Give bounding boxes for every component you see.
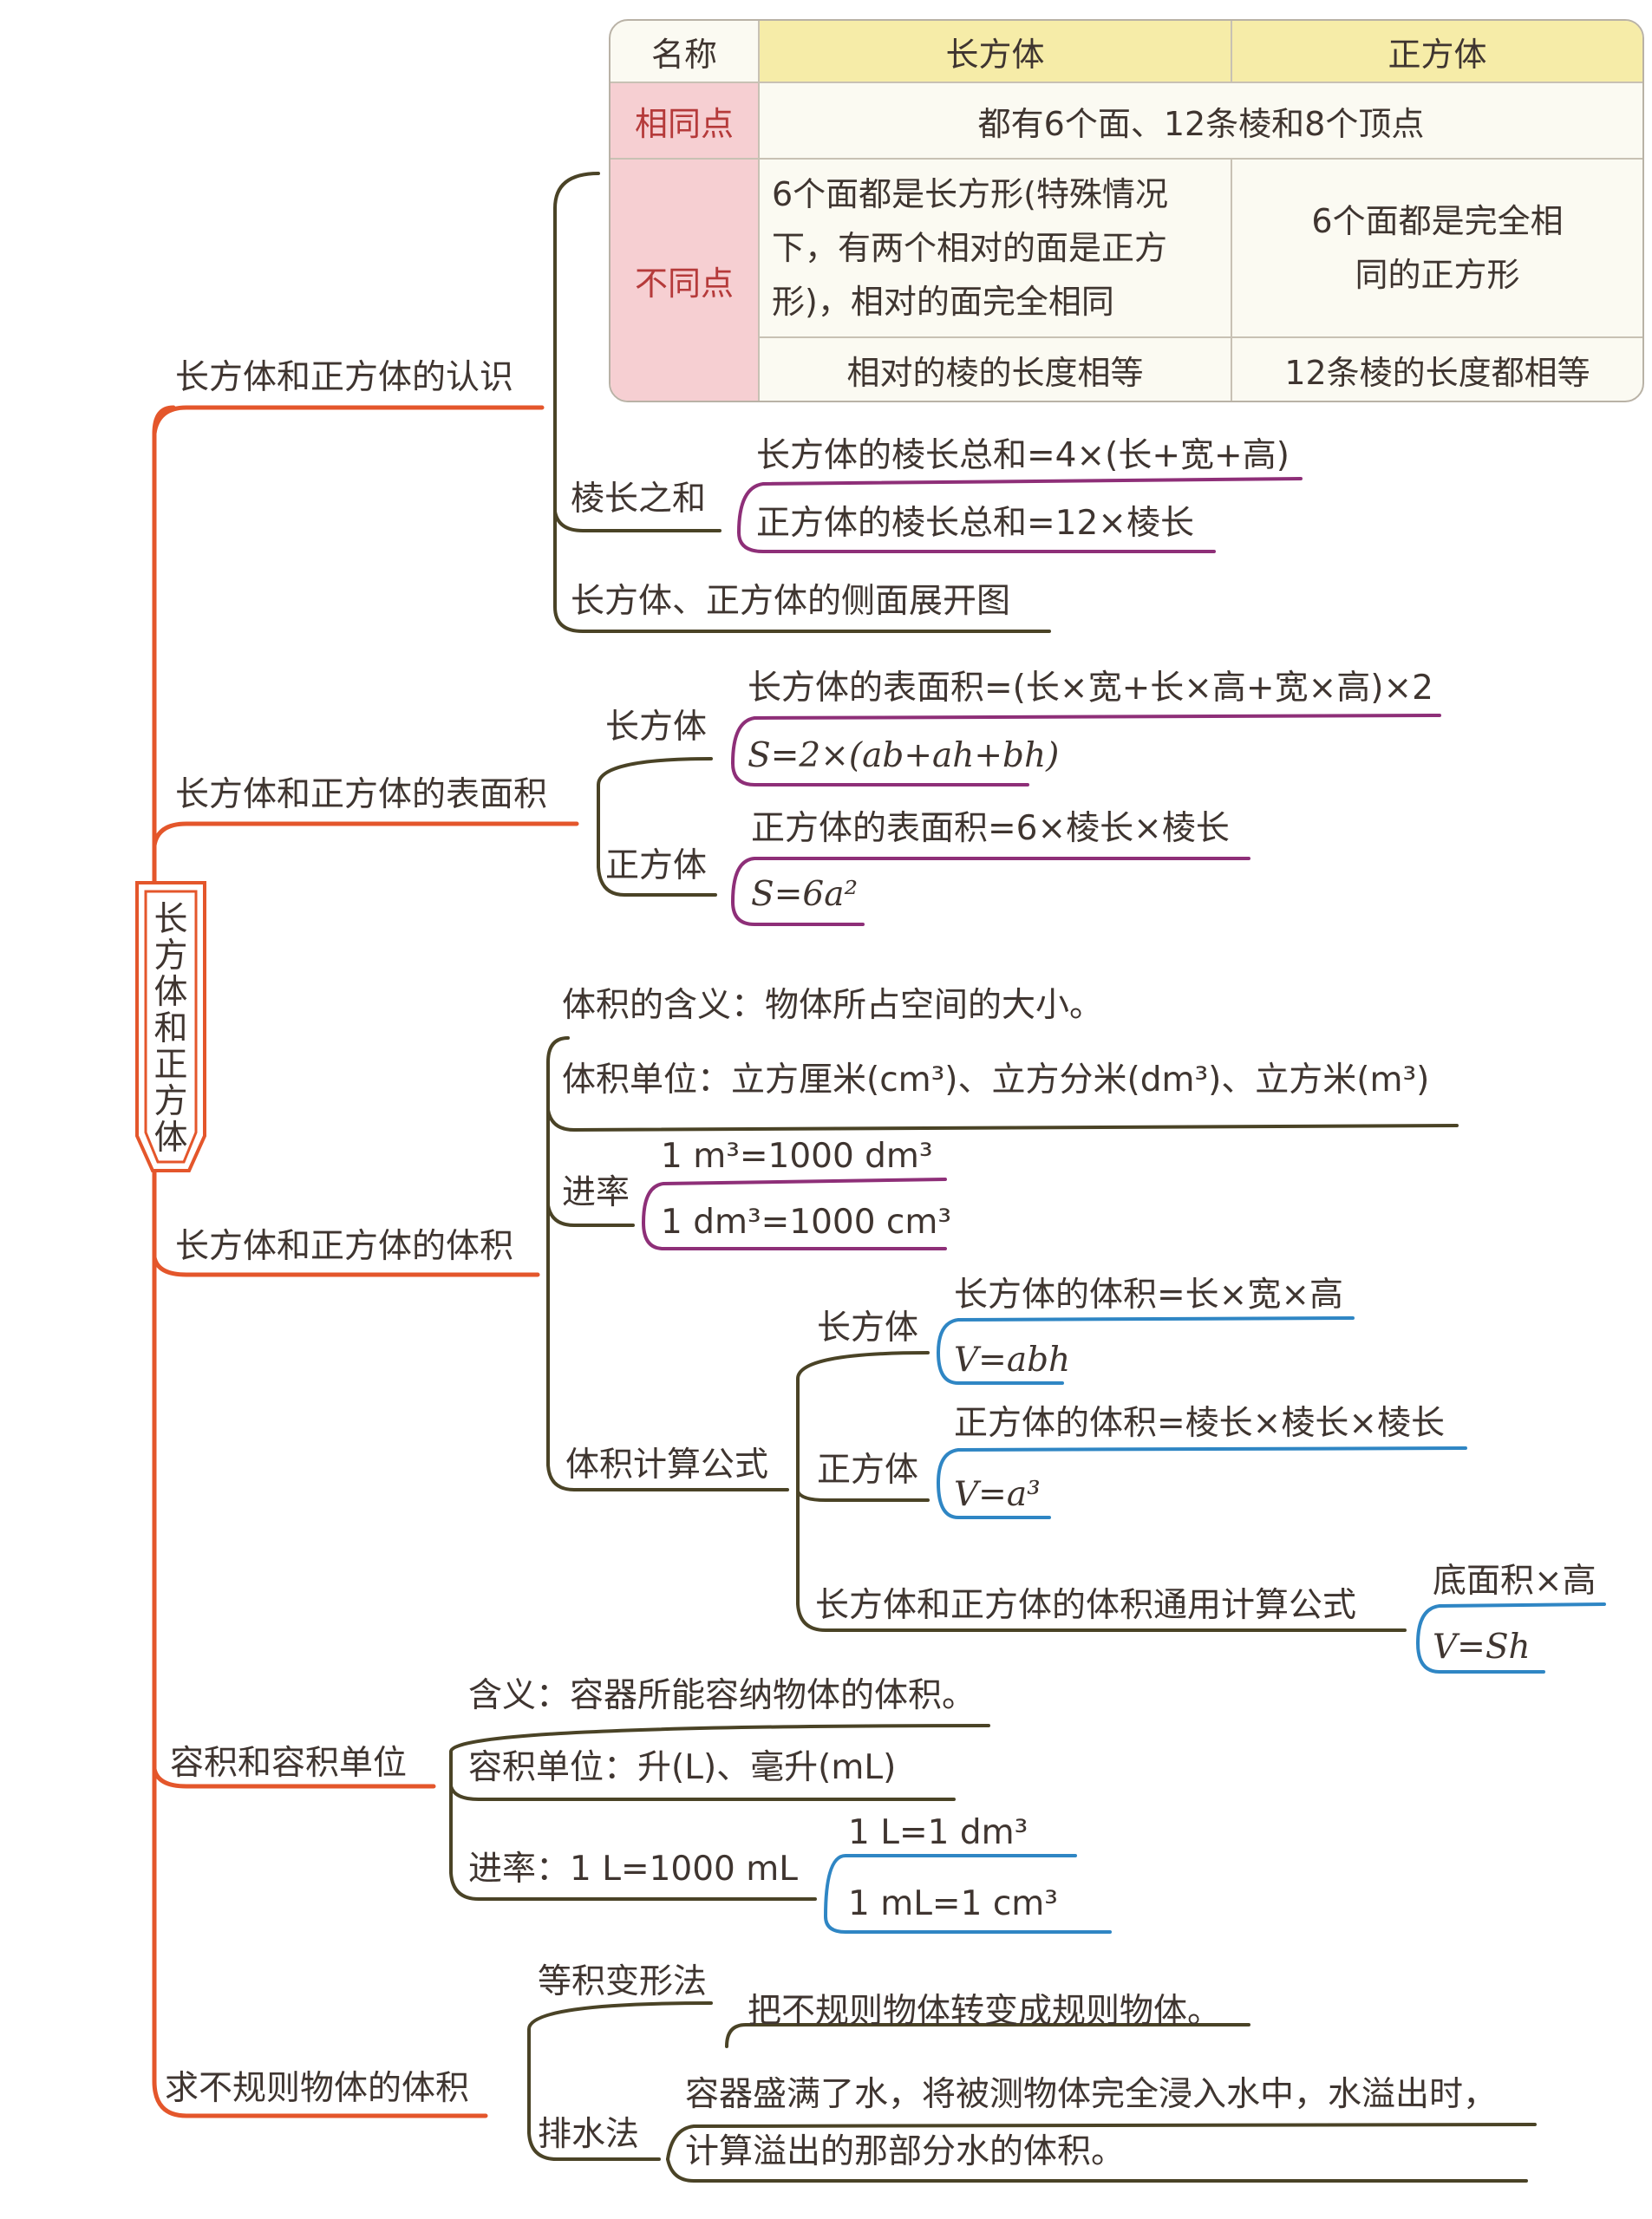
volume-general-formula: 底面积×高 <box>1433 1562 1596 1601</box>
volume-rate-1: 1 m³=1000 dm³ <box>661 1137 933 1176</box>
branch-surface-area: 长方体和正方体的表面积 <box>175 775 548 814</box>
volume-cube-label: 正方体 <box>817 1451 919 1490</box>
volume-units: 体积单位：立方厘米(cm³)、立方分米(dm³)、立方米(m³) <box>562 1061 1430 1100</box>
capacity-units: 容积单位：升(L)、毫升(mL) <box>468 1748 897 1787</box>
volume-general-symbol: V=Sh <box>1433 1628 1531 1667</box>
branch-recognition: 长方体和正方体的认识 <box>175 358 514 397</box>
method-displacement-line1: 容器盛满了水，将被测物体完全浸入水中，水溢出时， <box>685 2075 1498 2114</box>
surface-cuboid-symbol: S=2×(ab+ah+bh) <box>748 736 1060 775</box>
surface-cube-label: 正方体 <box>605 846 708 885</box>
edge-sum-label: 棱长之和 <box>571 480 707 519</box>
root-frame <box>135 881 206 1172</box>
volume-cube-symbol: V=a³ <box>954 1475 1041 1514</box>
method-displacement-line2: 计算溢出的那部分水的体积。 <box>685 2132 1126 2171</box>
table-header-name: 名称 <box>611 21 760 83</box>
trunk-line <box>152 405 488 2118</box>
branch-irregular: 求不规则物体的体积 <box>165 2069 470 2108</box>
unfold-diagram-label: 长方体、正方体的侧面展开图 <box>571 582 1011 621</box>
surface-cube-formula: 正方体的表面积=6×棱长×棱长 <box>751 809 1230 848</box>
table-cube-faces: 6个面都是完全相同的正方形 <box>1232 160 1642 338</box>
method-equal-volume-text: 把不规则物体转变成规则物体。 <box>748 1992 1222 2031</box>
table-same-label: 相同点 <box>611 83 760 160</box>
root-label: 长方体和正方体 <box>153 900 188 1158</box>
table-cube-edges: 12条棱的长度都相等 <box>1284 353 1590 392</box>
table-cuboid-edges: 相对的棱的长度相等 <box>760 338 1232 401</box>
root-node: 长方体和正方体 <box>128 876 213 1178</box>
volume-rate-label: 进率 <box>562 1173 630 1212</box>
volume-cuboid-label: 长方体 <box>817 1309 919 1348</box>
table-same-text: 都有6个面、12条棱和8个顶点 <box>760 83 1642 160</box>
volume-meaning: 体积的含义：物体所占空间的大小。 <box>562 986 1104 1025</box>
table-header-cube: 正方体 <box>1232 21 1642 83</box>
table-cuboid-faces: 6个面都是长方形(特殊情况下，有两个相对的面是正方形)，相对的面完全相同 <box>760 160 1232 338</box>
branch-capacity: 容积和容积单位 <box>170 1744 408 1783</box>
capacity-meaning: 含义：容器所能容纳物体的体积。 <box>468 1676 976 1715</box>
table-diff-label: 不同点 <box>611 160 760 401</box>
capacity-rate-1: 1 L=1 dm³ <box>848 1813 1028 1852</box>
surface-cube-symbol: S=6a² <box>751 875 859 914</box>
comparison-table: 名称 长方体 正方体 相同点 都有6个面、12条棱和8个顶点 不同点 6个面都是… <box>609 19 1644 402</box>
volume-general-label: 长方体和正方体的体积通用计算公式 <box>815 1586 1357 1625</box>
volume-cuboid-symbol: V=abh <box>954 1341 1071 1380</box>
volume-cuboid-formula: 长方体的体积=长×宽×高 <box>954 1276 1344 1315</box>
volume-cube-formula: 正方体的体积=棱长×棱长×棱长 <box>954 1404 1446 1443</box>
volume-rate-2: 1 dm³=1000 cm³ <box>661 1203 951 1242</box>
capacity-rate-2: 1 mL=1 cm³ <box>848 1884 1058 1923</box>
table-header-cuboid: 长方体 <box>760 21 1232 83</box>
surface-cuboid-label: 长方体 <box>605 708 708 747</box>
edge-sum-cube: 正方体的棱长总和=12×棱长 <box>756 504 1194 543</box>
method-equal-volume-label: 等积变形法 <box>538 1962 708 2001</box>
surface-cuboid-formula: 长方体的表面积=(长×宽+长×高+宽×高)×2 <box>748 669 1433 708</box>
method-displacement-label: 排水法 <box>538 2115 640 2154</box>
capacity-rate: 进率：1 L=1000 mL <box>468 1850 798 1889</box>
branch-volume: 长方体和正方体的体积 <box>175 1227 514 1266</box>
edge-sum-cuboid: 长方体的棱长总和=4×(长+宽+高) <box>756 436 1290 475</box>
volume-formulas-label: 体积计算公式 <box>565 1446 769 1485</box>
